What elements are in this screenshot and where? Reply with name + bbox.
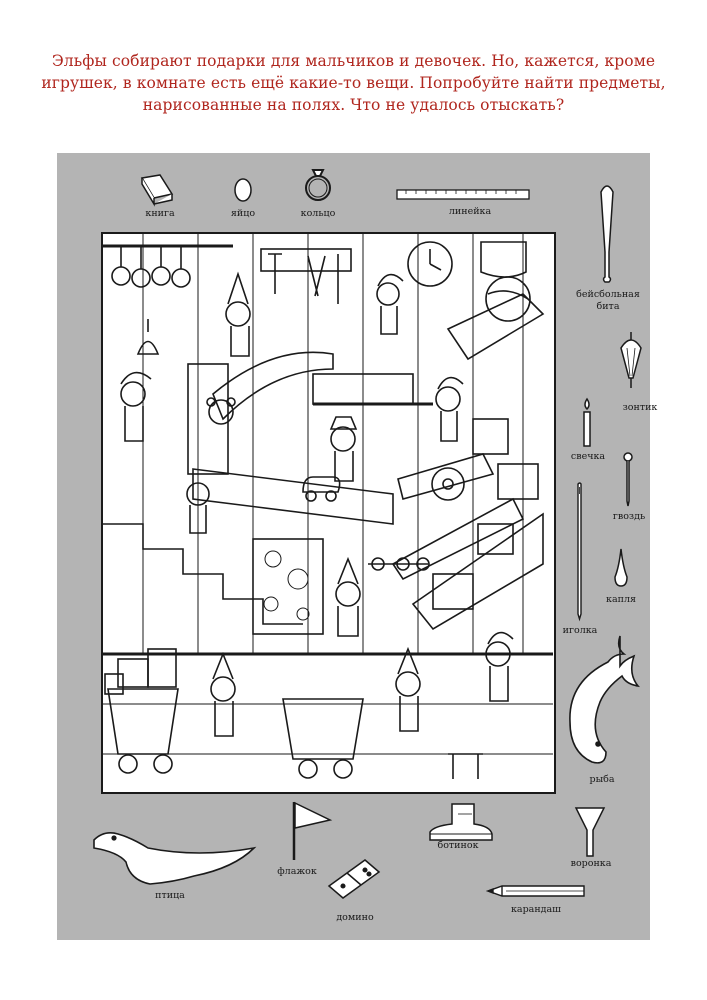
- label-baseball-bat-line-2: бита: [596, 301, 620, 312]
- instructions-line-3: нарисованные на полях. Что не удалось от…: [142, 96, 565, 114]
- label-book: книга: [145, 208, 175, 219]
- label-flag: флажок: [277, 866, 317, 877]
- label-nail: гвоздь: [612, 511, 646, 522]
- label-egg: яйцо: [230, 208, 256, 219]
- instructions-line-1: Эльфы собирают подарки для мальчиков и д…: [51, 52, 656, 70]
- instructions-text: Эльфы собирают подарки для мальчиков и д…: [40, 50, 667, 116]
- fish-icon: [562, 634, 640, 766]
- label-funnel: воронка: [570, 858, 612, 869]
- domino-icon: [325, 856, 383, 902]
- label-ruler: линейка: [448, 206, 492, 217]
- needle-icon: [574, 482, 584, 622]
- label-fish: рыба: [589, 774, 615, 785]
- ruler-icon: [396, 189, 530, 201]
- book-icon: [138, 174, 174, 207]
- label-boot: ботинок: [437, 840, 479, 851]
- nail-icon: [621, 452, 635, 508]
- bird-icon: [90, 826, 257, 886]
- label-umbrella: зонтик: [622, 402, 658, 413]
- umbrella-icon: [617, 330, 645, 392]
- baseball-bat-icon: [597, 182, 617, 287]
- label-pencil: карандаш: [510, 904, 562, 915]
- instructions-line-2: игрушек, в комнате есть ещё какие-то вещ…: [41, 74, 666, 92]
- ring-icon: [304, 166, 332, 204]
- label-bird: птица: [155, 890, 185, 901]
- label-drop: капля: [606, 594, 636, 605]
- boot-icon: [428, 802, 494, 842]
- drop-icon: [613, 548, 629, 588]
- egg-icon: [234, 178, 252, 202]
- label-baseball-bat-line-1: бейсбольная: [576, 289, 640, 300]
- pencil-icon: [485, 884, 586, 898]
- label-ring: кольцо: [300, 208, 336, 219]
- workshop-illustration: [101, 232, 556, 794]
- funnel-icon: [574, 806, 606, 858]
- candle-icon: [581, 397, 593, 448]
- label-candle: свечка: [570, 451, 606, 462]
- flag-icon: [292, 800, 333, 862]
- label-domino: домино: [336, 912, 374, 923]
- label-needle: иголка: [562, 625, 598, 636]
